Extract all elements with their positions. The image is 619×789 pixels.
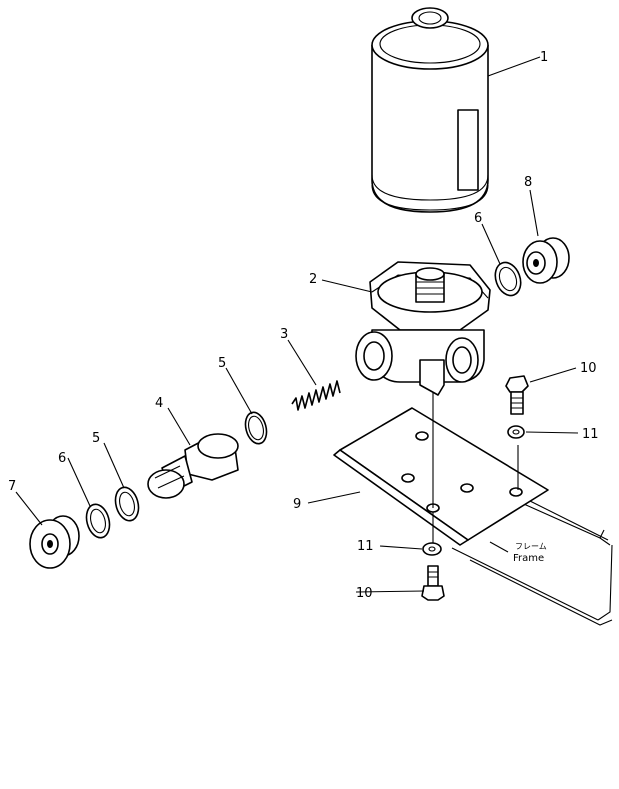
filter-head [355, 261, 491, 396]
callout-8: 8 [524, 175, 532, 190]
bolt-upper [505, 375, 529, 415]
washer-upper [507, 425, 525, 439]
plug-left [29, 515, 80, 569]
o-ring-right [244, 411, 268, 445]
filter-cartridge [371, 7, 489, 213]
o-ring-left-outer [85, 503, 111, 539]
valve [147, 433, 239, 499]
callout-7: 7 [8, 479, 16, 494]
assembly-lines [432, 392, 519, 545]
callout-10-upper: 10 [580, 361, 597, 376]
callout-11-upper: 11 [582, 427, 599, 442]
frame-label-english: Frame [513, 553, 544, 564]
o-ring-left [114, 486, 140, 522]
callout-3: 3 [280, 327, 288, 342]
callout-5-left: 5 [92, 431, 100, 446]
callout-2: 2 [309, 272, 317, 287]
o-ring-upper [494, 261, 522, 297]
mounting-bracket [333, 407, 549, 546]
callout-4: 4 [155, 396, 163, 411]
callout-5-right: 5 [218, 356, 226, 371]
frame-rail [451, 479, 613, 626]
plug-upper [522, 237, 570, 284]
callouts: 1 2 3 4 5 5 6 6 7 8 9 10 10 11 11 [8, 50, 599, 601]
callout-6-left: 6 [58, 451, 66, 466]
frame-label-japanese: フレーム [515, 542, 547, 551]
bolt-lower [421, 565, 445, 601]
spring [291, 380, 341, 411]
leader-lines [15, 56, 579, 593]
callout-9: 9 [293, 497, 301, 512]
washer-lower [422, 542, 442, 556]
callout-1: 1 [540, 50, 548, 65]
callout-10-lower: 10 [356, 586, 373, 601]
callout-6-upper: 6 [474, 211, 482, 226]
callout-11-lower: 11 [357, 539, 374, 554]
